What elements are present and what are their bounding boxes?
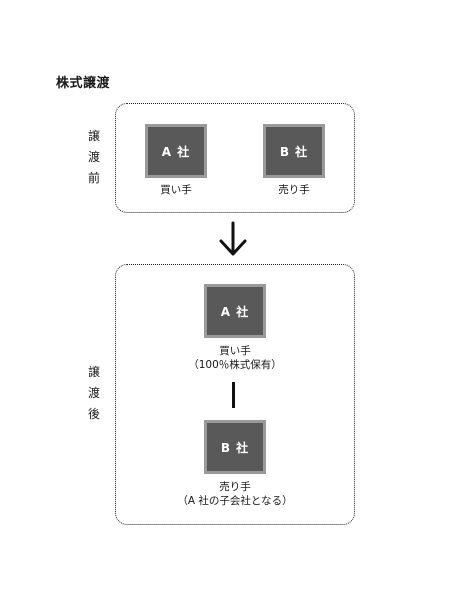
company-b-name: B 社 [220, 440, 250, 455]
company-a-box-before: A 社 [145, 124, 207, 178]
company-a-name: A 社 [161, 144, 191, 159]
company-a-name: A 社 [220, 304, 250, 319]
company-b-name: B 社 [279, 144, 309, 159]
company-b-caption-after: 売り手 （A 社の子会社となる） [155, 480, 315, 508]
before-transfer-panel [115, 103, 355, 213]
company-a-caption-before: 買い手 [160, 184, 192, 196]
down-arrow-icon [219, 221, 247, 256]
page-title: 株式譲渡 [56, 76, 111, 91]
company-b-caption-before: 売り手 [278, 184, 310, 196]
after-transfer-label: 譲 渡 後 [87, 365, 100, 421]
company-a-role: 買い手 [219, 345, 251, 357]
before-transfer-label: 譲 渡 前 [87, 129, 100, 185]
ownership-connector-line [232, 382, 235, 408]
company-b-box-after: B 社 [204, 420, 266, 474]
company-b-role: 売り手 [219, 481, 251, 493]
company-b-status: （A 社の子会社となる） [177, 495, 293, 507]
company-a-caption-after: 買い手 （100％株式保有） [155, 344, 315, 372]
after-transfer-panel [115, 264, 355, 525]
company-a-ownership: （100％株式保有） [188, 359, 282, 371]
company-a-box-after: A 社 [204, 284, 266, 338]
company-b-box-before: B 社 [263, 124, 325, 178]
